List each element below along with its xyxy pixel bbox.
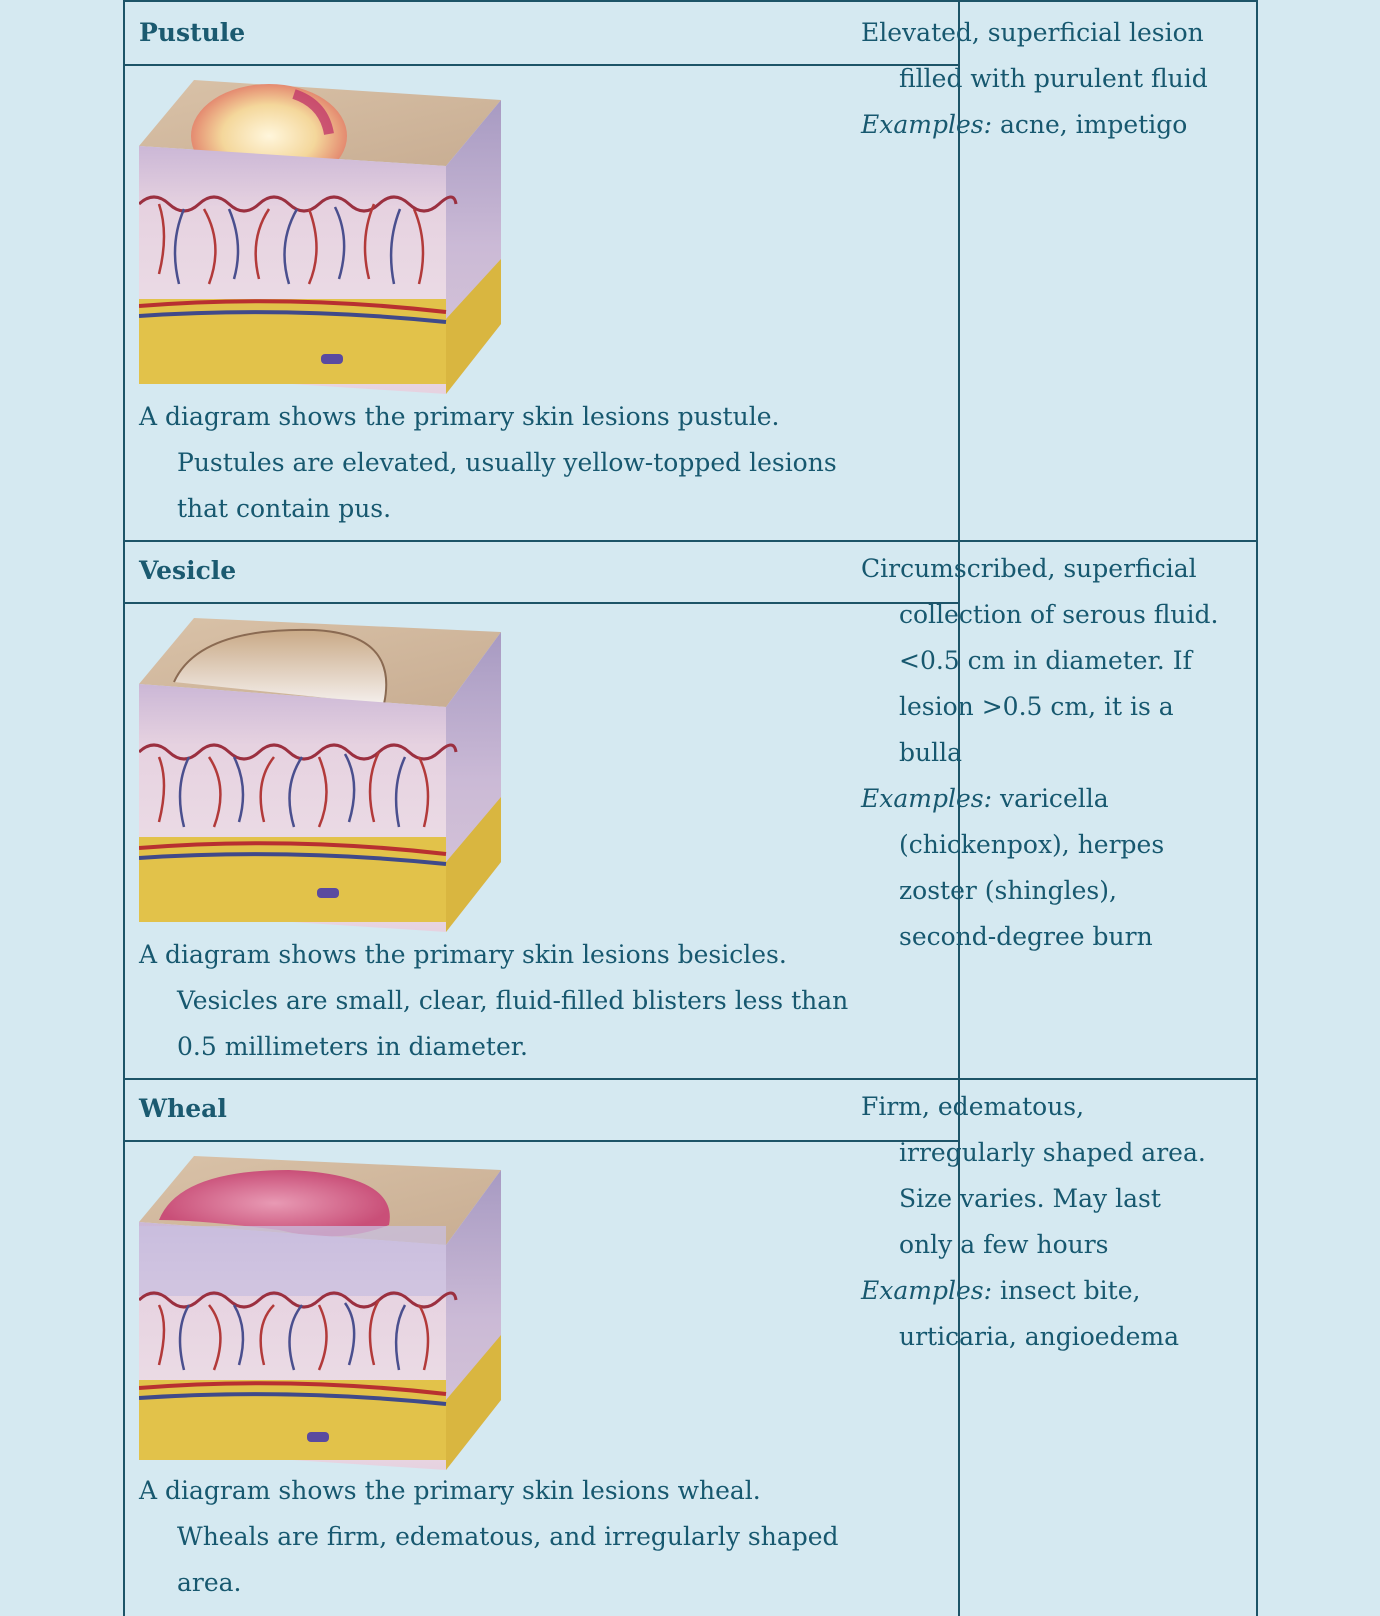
row-description-wheal: Firm, edematous, irregularly shaped area… [861, 1084, 1221, 1360]
examples-label: Examples: [861, 110, 993, 139]
row-title-pustule: Pustule [139, 18, 246, 47]
row-caption-vesicle: A diagram shows the primary skin lesions… [139, 940, 849, 1061]
examples-text: insect bite, urticaria, angioedema [899, 1276, 1180, 1351]
vesicle-diagram-image [139, 612, 511, 932]
title-divider [125, 602, 958, 604]
examples-line: Examples: insect bite, urticaria, angioe… [861, 1268, 1221, 1360]
title-divider [125, 64, 958, 66]
row-description-pustule: Elevated, superficial lesion filled with… [861, 10, 1221, 148]
examples-text: acne, impetigo [992, 110, 1188, 139]
row-divider [125, 540, 1256, 542]
lesions-table: Pustule A diagram shows the primary sk [123, 0, 1258, 1616]
row-title-wheal: Wheal [139, 1094, 227, 1123]
examples-line: Examples: varicella (chickenpox), herpes… [861, 776, 1221, 960]
row-caption-pustule: A diagram shows the primary skin lesions… [139, 402, 837, 523]
examples-line: Examples: acne, impetigo [861, 102, 1221, 148]
column-divider [958, 2, 960, 1616]
row-divider [125, 1078, 1256, 1080]
description-text: Elevated, superficial lesion filled with… [861, 18, 1208, 93]
row-description-vesicle: Circumscribed, superficial collection of… [861, 546, 1221, 960]
row-title-vesicle: Vesicle [139, 556, 237, 585]
examples-label: Examples: [861, 1276, 993, 1305]
pustule-diagram-image [139, 74, 511, 394]
examples-text: varicella (chickenpox), herpes zoster (s… [899, 784, 1165, 951]
wheal-diagram-image [139, 1150, 511, 1470]
row-caption-wheal: A diagram shows the primary skin lesions… [139, 1476, 839, 1597]
description-text: Firm, edematous, irregularly shaped area… [861, 1092, 1206, 1259]
description-text: Circumscribed, superficial collection of… [861, 554, 1219, 767]
examples-label: Examples: [861, 784, 993, 813]
title-divider [125, 1140, 958, 1142]
